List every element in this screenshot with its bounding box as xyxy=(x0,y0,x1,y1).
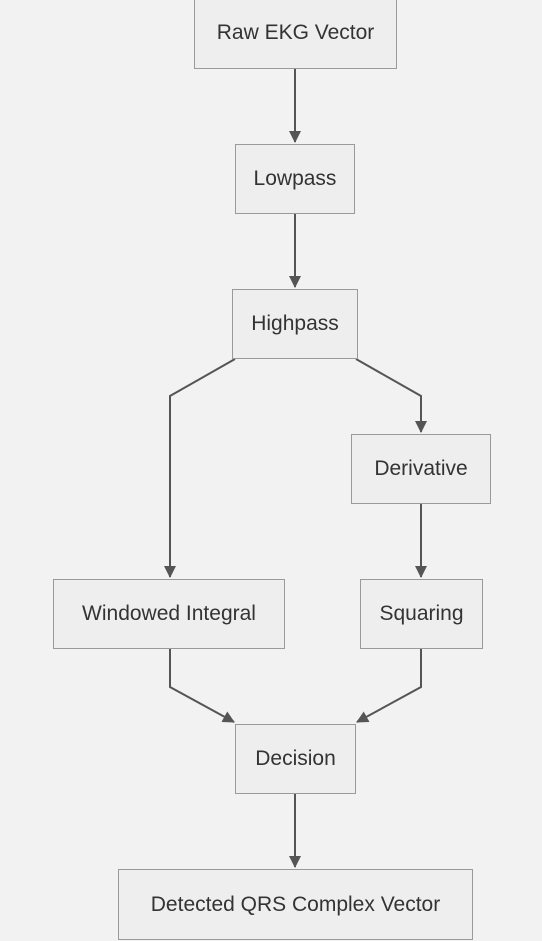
node-label: Detected QRS Complex Vector xyxy=(150,892,441,916)
node-label: Lowpass xyxy=(253,167,337,190)
node-label: Raw EKG Vector xyxy=(216,21,375,44)
node-derivative: Derivative xyxy=(351,434,491,504)
node-label: Squaring xyxy=(379,602,464,625)
edge-highpass-to-windowed-integral xyxy=(164,358,236,578)
node-lowpass: Lowpass xyxy=(235,144,355,214)
node-decision: Decision xyxy=(235,724,356,794)
node-detected-qrs-complex-vector: Detected QRS Complex Vector xyxy=(118,869,473,940)
edge-windowed-integral-to-decision xyxy=(169,649,235,723)
edge-highpass-to-derivative xyxy=(355,358,427,433)
node-label: Derivative xyxy=(374,457,468,480)
node-highpass: Highpass xyxy=(232,289,358,359)
node-raw-ekg-vector: Raw EKG Vector xyxy=(194,0,397,69)
node-label: Windowed Integral xyxy=(82,602,256,625)
node-windowed-integral: Windowed Integral xyxy=(53,579,285,649)
node-label: Highpass xyxy=(251,312,339,335)
node-squaring: Squaring xyxy=(360,579,483,649)
edge-squaring-to-decision xyxy=(356,649,422,723)
node-label: Decision xyxy=(255,747,336,770)
